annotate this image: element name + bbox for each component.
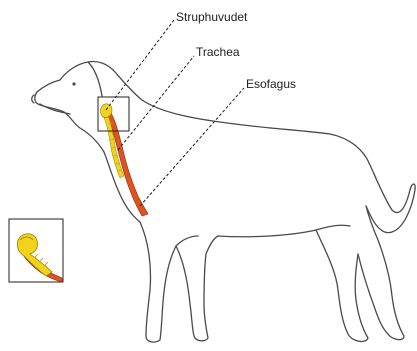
dog-hind-leg-front xyxy=(316,230,368,341)
label-trachea: Trachea xyxy=(196,45,240,59)
dog-outline xyxy=(32,61,415,342)
dog-front-leg-right xyxy=(176,236,218,341)
dog-hind-leg-back xyxy=(358,206,404,340)
larynx-shape xyxy=(101,104,113,118)
larynx-inset-box xyxy=(9,219,63,282)
leader-line-esophagus xyxy=(140,88,244,206)
larynx-inset xyxy=(9,219,63,282)
dog-nose xyxy=(32,95,34,103)
dog-elbow-line xyxy=(176,236,198,246)
dog-front-leg-left xyxy=(140,222,176,342)
label-larynx: Struphuvudet xyxy=(176,10,247,24)
dog-head-back-tail-outline xyxy=(37,61,415,232)
dog-eye xyxy=(72,82,75,85)
dog-belly xyxy=(218,225,350,237)
dog-ear-outline xyxy=(88,62,102,96)
label-esophagus: Esofagus xyxy=(246,77,296,91)
leader-line-larynx xyxy=(106,20,174,110)
